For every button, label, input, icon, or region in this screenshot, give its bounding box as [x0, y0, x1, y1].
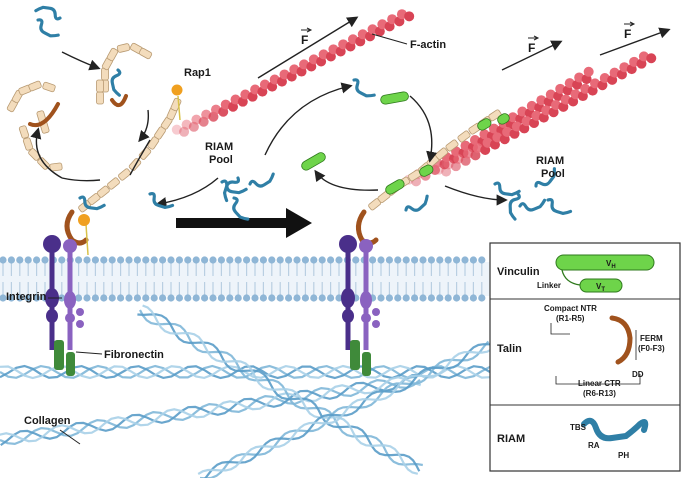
legend-talin-dd: DD [632, 370, 644, 379]
force-arrows: F F F [257, 16, 671, 79]
figure-labels: Rap1 F-actin RIAM Pool RIAM Pool Integri… [6, 33, 565, 445]
cell-membrane [0, 256, 490, 302]
riam-pool-left-label-1: RIAM [205, 141, 233, 153]
legend-talin-linear-ctr-range: (R6-R13) [583, 389, 616, 398]
transition-arrow [176, 208, 312, 238]
vinculin-molecules [301, 91, 510, 195]
legend-vinculin-vh: VH [606, 259, 616, 270]
legend-talin-title: Talin [497, 343, 522, 355]
activation-cycle-right [264, 82, 508, 206]
legend-vinculin-title: Vinculin [497, 266, 540, 278]
rap1-label: Rap1 [184, 67, 211, 79]
legend-vinculin-linker: Linker [537, 281, 561, 290]
legend-riam: RIAM TBS RA PH [497, 417, 649, 460]
legend-riam-tbs: TBS [570, 423, 587, 432]
legend-riam-ra: RA [588, 441, 600, 450]
legend-panel: Vinculin VH VT Linker Talin Compact NTR … [489, 242, 681, 472]
f-actin-label: F-actin [410, 39, 446, 51]
force-label-mid: F [528, 41, 535, 55]
legend-vinculin-vt: VT [596, 282, 605, 293]
legend-talin-graphic [609, 315, 633, 365]
legend-vinculin: Vinculin VH VT Linker [497, 254, 655, 293]
integrin-label: Integrin [6, 291, 47, 303]
riam-pool-left-label-2: Pool [209, 154, 233, 166]
collagen-label: Collagen [24, 415, 71, 427]
legend-talin: Talin Compact NTR (R1-R5) FERM (F0-F3) L… [497, 304, 665, 398]
legend-talin-linear-ctr: Linear CTR [578, 379, 621, 388]
legend-talin-ferm: FERM [640, 334, 663, 343]
riam-molecules [34, 5, 573, 221]
legend-talin-ferm-range: (F0-F3) [638, 344, 665, 353]
riam-pool-right-label-2: Pool [541, 168, 565, 180]
legend-talin-compact-ntr-range: (R1-R5) [556, 314, 585, 323]
activation-cycle-left [30, 51, 219, 209]
force-label-left: F [301, 33, 308, 47]
legend-talin-compact-ntr: Compact NTR [544, 304, 597, 313]
integrin-complexes [43, 235, 380, 376]
rap1-protein [78, 84, 183, 256]
collagen-fibers [0, 304, 493, 483]
riam-pool-right-label-1: RIAM [536, 155, 564, 167]
fibronectin-label: Fibronectin [104, 349, 164, 361]
force-label-right: F [624, 27, 631, 41]
legend-riam-title: RIAM [497, 433, 525, 445]
legend-riam-ph: PH [618, 451, 629, 460]
actin-filaments [171, 9, 657, 187]
